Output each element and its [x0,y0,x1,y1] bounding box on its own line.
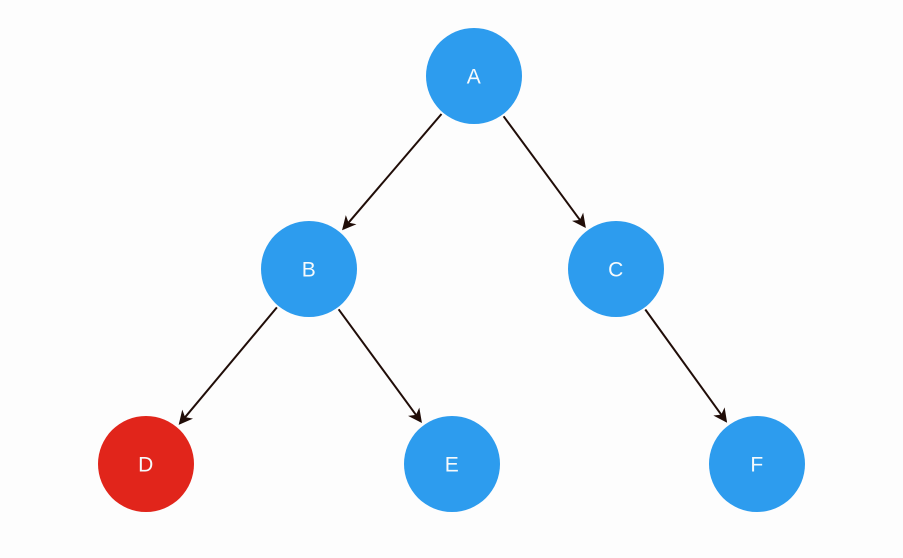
edges-layer [178,113,728,425]
node-C: C [568,221,664,317]
node-F-circle [709,416,805,512]
node-B-circle [261,221,357,317]
node-E: E [404,416,500,512]
edge-C-F [644,308,728,423]
edge-A-B [342,113,443,231]
edge-B-D [178,306,278,425]
nodes-layer: A B C D E F [98,28,805,512]
node-D: D [98,416,194,512]
node-A: A [426,28,522,124]
node-A-circle [426,28,522,124]
edge-B-E [337,308,422,423]
node-B: B [261,221,357,317]
node-C-circle [568,221,664,317]
edge-A-C [502,115,586,228]
node-F: F [709,416,805,512]
node-D-circle [98,416,194,512]
node-E-circle [404,416,500,512]
